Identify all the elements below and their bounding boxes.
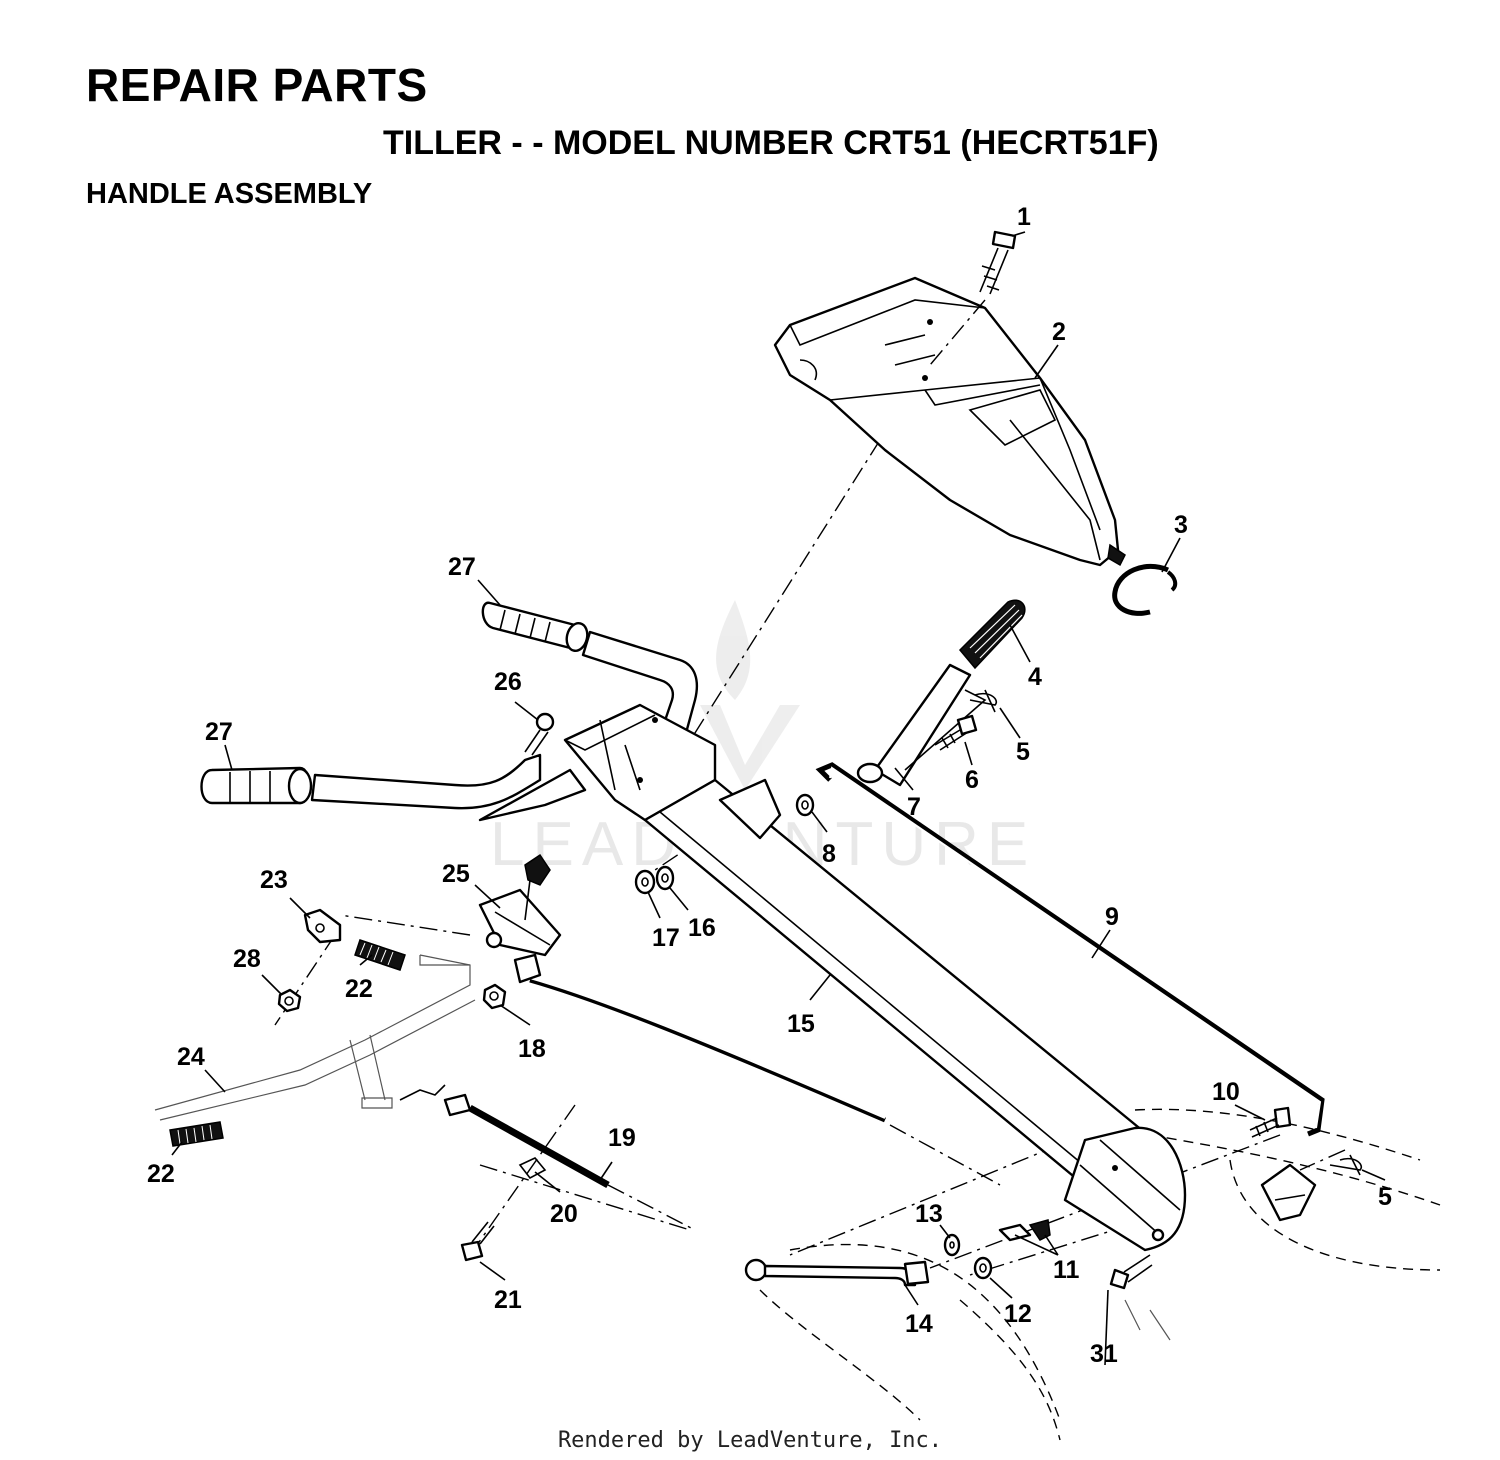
bolt-6: [934, 714, 978, 751]
callout-17: 17: [652, 924, 680, 952]
bolt-31: [1109, 1254, 1153, 1290]
callout-8: 8: [822, 840, 836, 868]
spring-22-lower: [169, 1121, 224, 1147]
callout-18: 18: [518, 1035, 546, 1063]
shift-indicator-11: [998, 1219, 1051, 1242]
callout-21: 21: [494, 1286, 522, 1314]
callout-2: 2: [1052, 318, 1066, 346]
cable-clamp-23: [303, 908, 342, 944]
throttle-control-25: [478, 853, 562, 984]
callout-27-lower: 27: [205, 718, 233, 746]
callout-7: 7: [907, 793, 921, 821]
callout-4: 4: [1028, 663, 1042, 691]
model-subtitle: TILLER - - MODEL NUMBER CRT51 (HECRT51F): [383, 124, 1159, 162]
callout-15: 15: [787, 1010, 815, 1038]
retaining-ring-3: [1112, 563, 1178, 616]
washer-12: [973, 1256, 993, 1280]
callout-1: 1: [1017, 203, 1031, 231]
hair-clip-5-lower: [1329, 1154, 1362, 1176]
callout-11: 11: [1053, 1256, 1080, 1284]
callout-23: 23: [260, 866, 288, 894]
shift-lever-7: [856, 599, 1026, 787]
nut-28: [277, 988, 302, 1013]
callout-22-upper: 22: [345, 975, 373, 1003]
cable-clip-20: [518, 1157, 547, 1180]
throttle-cable: [529, 977, 886, 1123]
callout-9: 9: [1105, 903, 1119, 931]
screw-26: [524, 712, 555, 756]
callout-28: 28: [233, 945, 261, 973]
callout-labels: 1 2 3 4 5 5 6 7 8 9 10 11 12 13 14 15 16…: [147, 203, 1392, 1368]
shift-handle-14: [744, 1258, 930, 1287]
screw-21: [460, 1221, 495, 1262]
handle-frame-24: [154, 954, 476, 1121]
handle-tube-15: [478, 703, 1187, 1252]
nut-17: [634, 869, 656, 895]
callout-25: 25: [442, 860, 470, 888]
callout-6: 6: [965, 766, 979, 794]
callout-3: 3: [1174, 511, 1188, 539]
screw-10: [1249, 1106, 1292, 1138]
callout-26: 26: [494, 668, 522, 696]
callout-19: 19: [608, 1124, 636, 1152]
page-title: REPAIR PARTS: [86, 59, 428, 111]
callout-10: 10: [1212, 1078, 1240, 1106]
screw-1: [929, 230, 1017, 366]
callout-13: 13: [915, 1200, 943, 1228]
washer-13: [943, 1233, 961, 1257]
section-heading: HANDLE ASSEMBLY: [86, 178, 373, 210]
shift-bracket: [1260, 1163, 1317, 1222]
washer-8: [795, 793, 815, 817]
footer-credit: Rendered by LeadVenture, Inc.: [557, 1428, 943, 1453]
callout-16: 16: [688, 914, 716, 942]
callout-24: 24: [177, 1043, 205, 1071]
spring-22-upper: [354, 939, 406, 971]
washer-16: [655, 865, 675, 891]
grip-27-lower: [200, 766, 313, 805]
callout-27-upper: 27: [448, 553, 476, 581]
callout-22-lower: 22: [147, 1160, 175, 1188]
control-panel-2: [773, 276, 1126, 567]
callout-31: 31: [1090, 1340, 1118, 1368]
callout-5-lower: 5: [1378, 1183, 1392, 1211]
hair-clip-5-upper: [969, 689, 997, 713]
nut-18: [482, 983, 507, 1010]
clutch-cable-19: [399, 1084, 696, 1231]
shift-rod-9: [815, 762, 1325, 1137]
callout-14: 14: [905, 1310, 933, 1338]
callout-20: 20: [550, 1200, 578, 1228]
leader-lines: [171, 231, 1386, 1366]
callout-5-upper: 5: [1016, 738, 1030, 766]
callout-12: 12: [1004, 1300, 1032, 1328]
grip-27-upper: [481, 601, 589, 652]
